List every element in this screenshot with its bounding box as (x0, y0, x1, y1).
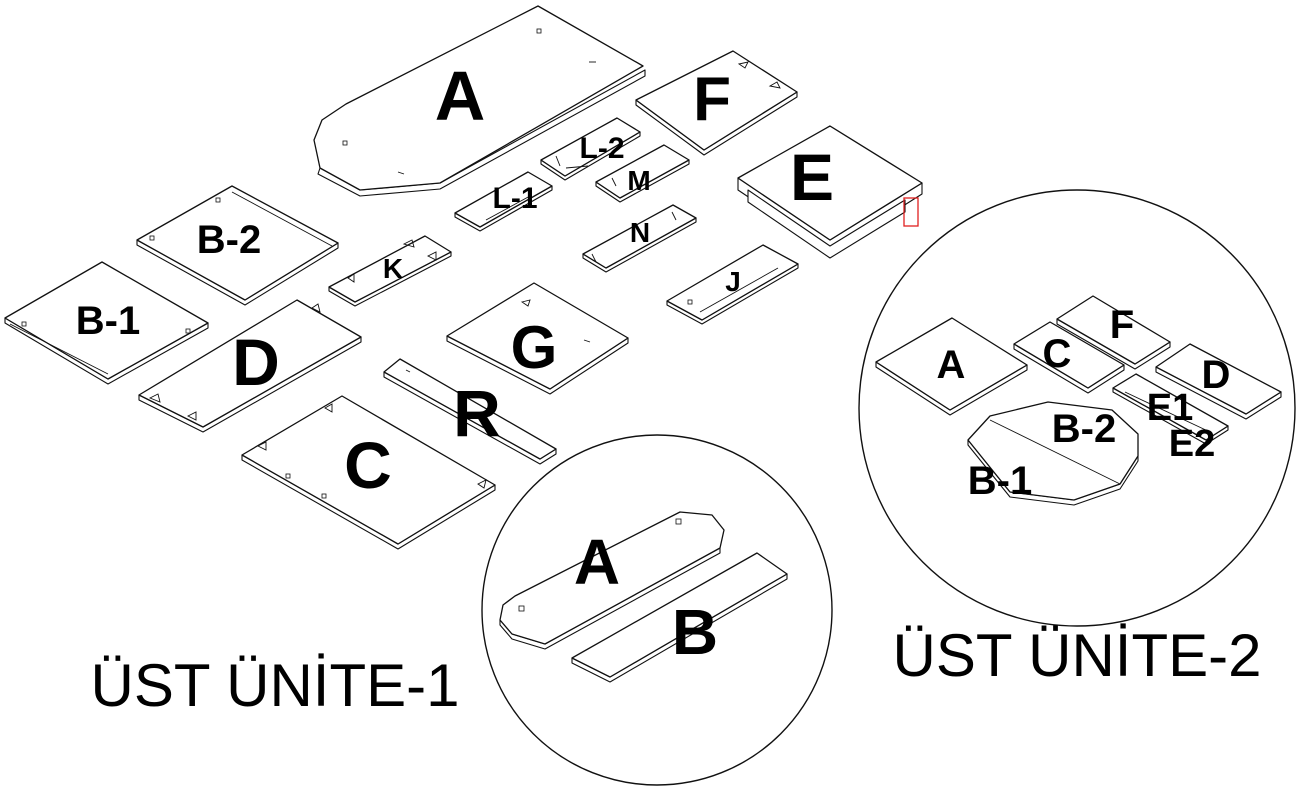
label-e: E (790, 140, 834, 214)
unit-2-caption: ÜST ÜNİTE-2 (893, 622, 1262, 689)
part-b2: B-2 (136, 185, 339, 306)
label-j: J (725, 266, 741, 297)
part-d: D (138, 299, 362, 433)
part-m: M (595, 144, 690, 203)
label-d: D (232, 325, 280, 399)
unit2-label-b1: B-1 (968, 459, 1032, 503)
part-e: E (737, 125, 923, 259)
label-k: K (383, 253, 403, 284)
unit2-label-c: C (1043, 332, 1072, 376)
label-f: F (693, 65, 731, 134)
part-j: J (666, 244, 799, 325)
unit-1-caption: ÜST ÜNİTE-1 (91, 652, 460, 719)
unit2-label-d: D (1202, 353, 1231, 397)
unit1-label-b: B (672, 596, 718, 668)
label-r: R (453, 376, 501, 450)
unit-1-circle (481, 434, 833, 786)
unit2-label-e1: E1 (1147, 387, 1193, 429)
label-g: G (511, 314, 558, 381)
unit2-label-e2: E2 (1169, 423, 1215, 465)
unit2-label-f: F (1110, 303, 1134, 347)
part-b1: B-1 (4, 261, 209, 385)
unit2-label-a: A (937, 343, 966, 387)
part-g: G (446, 282, 629, 395)
label-m: M (627, 165, 650, 196)
unit1-label-a: A (574, 526, 620, 598)
part-f: F (635, 50, 798, 156)
unit2-label-b2: B-2 (1052, 407, 1116, 451)
label-c: C (344, 428, 392, 502)
part-c: C (241, 395, 496, 550)
label-l1: L-1 (493, 182, 538, 215)
part-a: A (313, 5, 646, 197)
part-r: R (383, 358, 557, 465)
label-b1: B-1 (76, 299, 140, 343)
label-n: N (630, 217, 650, 248)
label-b2: B-2 (197, 218, 261, 262)
label-a: A (435, 57, 486, 135)
part-k: K (328, 235, 452, 307)
part-n: N (582, 204, 697, 273)
part-l1: L-1 (454, 171, 553, 232)
unit-2-circle (858, 189, 1296, 627)
drawer-highlight (903, 197, 919, 227)
upper-unit-2: A C F D E1 E2 B-2 B-1 (858, 189, 1296, 627)
upper-unit-1: A B (481, 434, 833, 786)
part-l2: L-2 (540, 117, 641, 181)
label-l2: L-2 (580, 132, 625, 165)
